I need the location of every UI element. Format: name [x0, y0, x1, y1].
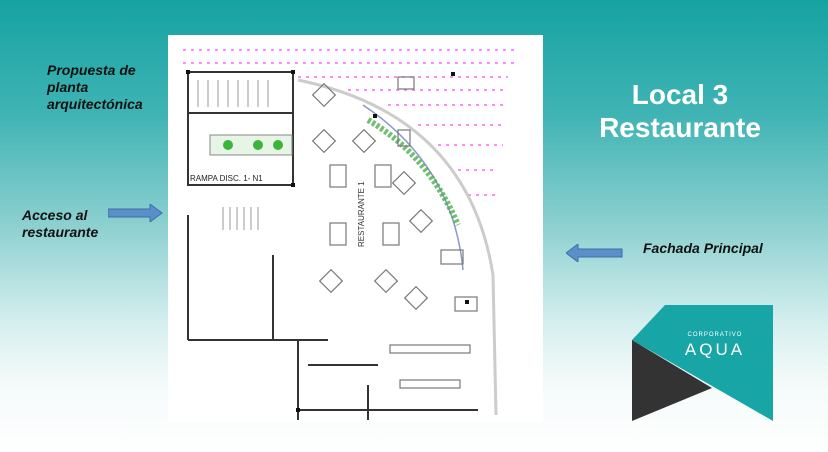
- logo-main-text: AQUA: [684, 340, 746, 359]
- room-label: RESTAURANTE 1: [357, 181, 366, 247]
- slide-title: Local 3 Restaurante: [560, 78, 800, 144]
- facade-label: Fachada Principal: [643, 240, 763, 256]
- ramp-label: RAMPA DISC. 1- N1: [190, 174, 263, 183]
- corporativo-aqua-logo: CORPORATIVO AQUA: [630, 305, 775, 423]
- facade-arrow-icon: [566, 244, 623, 262]
- tables: [311, 76, 478, 389]
- logo-top-text: CORPORATIVO: [687, 332, 743, 338]
- logo-shape: [632, 305, 773, 421]
- access-label: Acceso al restaurante: [22, 207, 99, 240]
- title-line-2: Restaurante: [599, 112, 761, 143]
- floor-plan-drawing: RAMPA DISC. 1- N1 RESTAURANTE 1: [183, 49, 518, 420]
- floor-plan: RAMPA DISC. 1- N1 RESTAURANTE 1: [168, 35, 543, 422]
- proposal-label: Propuesta de planta arquitectónica: [47, 62, 143, 112]
- access-arrow-icon: [108, 204, 163, 222]
- title-line-1: Local 3: [631, 79, 729, 110]
